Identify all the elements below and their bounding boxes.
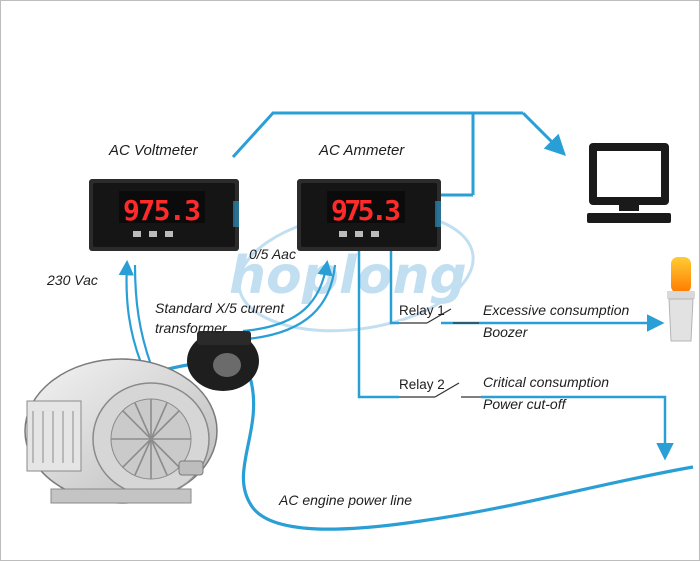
comm-lines — [231, 111, 566, 197]
computer-icon — [587, 143, 671, 223]
ct-label-line1: Standard X/5 current — [155, 300, 285, 316]
current-input-label: 0/5 Aac — [249, 246, 296, 262]
voltmeter-display: 975.3 — [123, 194, 201, 227]
motor-icon — [24, 358, 218, 504]
power-line-label: AC engine power line — [278, 492, 412, 508]
relay2-action: Power cut-off — [483, 396, 568, 412]
relay1-description: Excessive consumption — [483, 302, 630, 318]
ammeter-label: AC Ammeter — [318, 142, 405, 159]
watermark: hoplong — [229, 209, 475, 333]
relay1-switch — [399, 308, 479, 325]
relay-wires — [357, 241, 674, 461]
voltmeter-label: AC Voltmeter — [108, 142, 199, 159]
watermark-text: hoplong — [229, 246, 467, 306]
beacon-icon — [667, 257, 695, 342]
current-transformer-icon — [187, 331, 259, 391]
relay1-action: Boozer — [483, 324, 529, 340]
ct-label-line2: transformer — [155, 320, 228, 336]
ammeter-device: 975.3 — [297, 179, 441, 251]
voltage-input-label: 230 Vac — [46, 272, 98, 288]
signal-wires — [118, 259, 337, 366]
relay1-label: Relay 1 — [399, 303, 445, 318]
voltmeter-device: 975.3 — [89, 179, 239, 251]
relay2-switch — [399, 382, 481, 399]
relay2-label: Relay 2 — [399, 377, 445, 392]
relay2-description: Critical consumption — [483, 374, 609, 390]
ammeter-display: 975.3 — [331, 194, 401, 227]
